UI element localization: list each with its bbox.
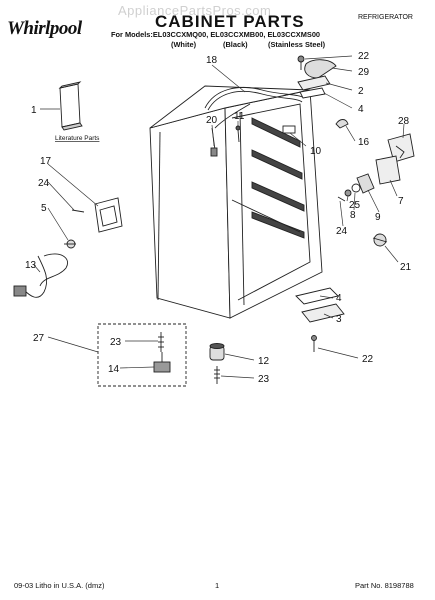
screw-23-leg xyxy=(214,366,220,384)
callout-14: 14 xyxy=(108,364,120,375)
callout-28: 28 xyxy=(398,116,410,127)
callout-13: 13 xyxy=(25,260,37,271)
callout-5: 5 xyxy=(41,203,47,214)
callout-7: 7 xyxy=(398,196,404,207)
color-black: (Black) xyxy=(223,40,248,49)
callout-22-top: 22 xyxy=(358,51,370,62)
hinge-cover xyxy=(304,59,337,79)
bracket-17 xyxy=(94,197,123,233)
shim-top xyxy=(299,87,326,99)
cabinet-drawing xyxy=(149,85,323,319)
callout-29: 29 xyxy=(358,67,370,78)
footer-litho: 09-03 Litho in U.S.A. (dmz) xyxy=(14,581,105,590)
callout-16: 16 xyxy=(358,137,370,148)
page-title: CABINET PARTS xyxy=(155,12,305,31)
callout-21: 21 xyxy=(400,262,412,273)
callout-24-left: 24 xyxy=(38,178,50,189)
callout-8: 8 xyxy=(350,210,356,221)
foot-14 xyxy=(153,352,171,373)
power-cord xyxy=(13,253,68,298)
callout-23-leg: 23 xyxy=(258,374,270,385)
callout-20: 20 xyxy=(206,115,218,126)
callout-4-top: 4 xyxy=(358,104,364,115)
callout-3: 3 xyxy=(336,314,342,325)
hinge-bottom xyxy=(301,303,345,323)
control-7 xyxy=(375,155,401,185)
nut-25 xyxy=(344,189,352,197)
shim-bottom xyxy=(295,287,339,305)
callout-9: 9 xyxy=(375,212,381,223)
color-stainless: (Stainless Steel) xyxy=(268,40,326,49)
washer-8 xyxy=(351,183,361,193)
callout-17: 17 xyxy=(40,156,52,167)
callout-12: 12 xyxy=(258,356,270,367)
leg-12 xyxy=(209,343,225,361)
screw-24-left xyxy=(71,209,85,213)
callout-27: 27 xyxy=(33,333,45,344)
kit-box xyxy=(97,323,187,387)
callout-23-kit: 23 xyxy=(110,337,122,348)
category-label: REFRIGERATOR xyxy=(358,14,413,21)
footer-part-number: Part No. 8198788 xyxy=(355,581,414,590)
callout-25: 25 xyxy=(349,200,361,211)
callout-1: 1 xyxy=(31,105,37,116)
callout-4-bottom: 4 xyxy=(336,293,342,304)
knob-9 xyxy=(356,173,375,194)
callout-22-bottom: 22 xyxy=(362,354,374,365)
color-white: (White) xyxy=(171,40,197,49)
callout-10: 10 xyxy=(310,146,322,157)
callout-18: 18 xyxy=(206,55,218,66)
screw-top xyxy=(297,55,305,70)
callout-2: 2 xyxy=(358,86,364,97)
screw-23-kit xyxy=(158,332,164,352)
callout-11: 11 xyxy=(234,111,245,122)
connector-5 xyxy=(64,239,76,249)
brand-logo: Whirlpool xyxy=(7,18,82,39)
watermark: AppliancePartsPros.com xyxy=(118,3,272,18)
bracket-28 xyxy=(387,133,415,163)
light-socket xyxy=(372,233,388,247)
callout-24-right: 24 xyxy=(336,226,348,237)
clip-16 xyxy=(335,119,349,129)
hinge-top xyxy=(297,75,331,91)
screw-24-right xyxy=(337,196,346,202)
footer-page-number: 1 xyxy=(215,581,220,590)
models-line: For Models:EL03CCXMQ00, EL03CCXMB00, EL0… xyxy=(111,30,321,39)
screw-22-bottom xyxy=(311,335,317,352)
literature-book xyxy=(58,81,83,131)
literature-parts-label: Literature Parts xyxy=(55,135,100,142)
